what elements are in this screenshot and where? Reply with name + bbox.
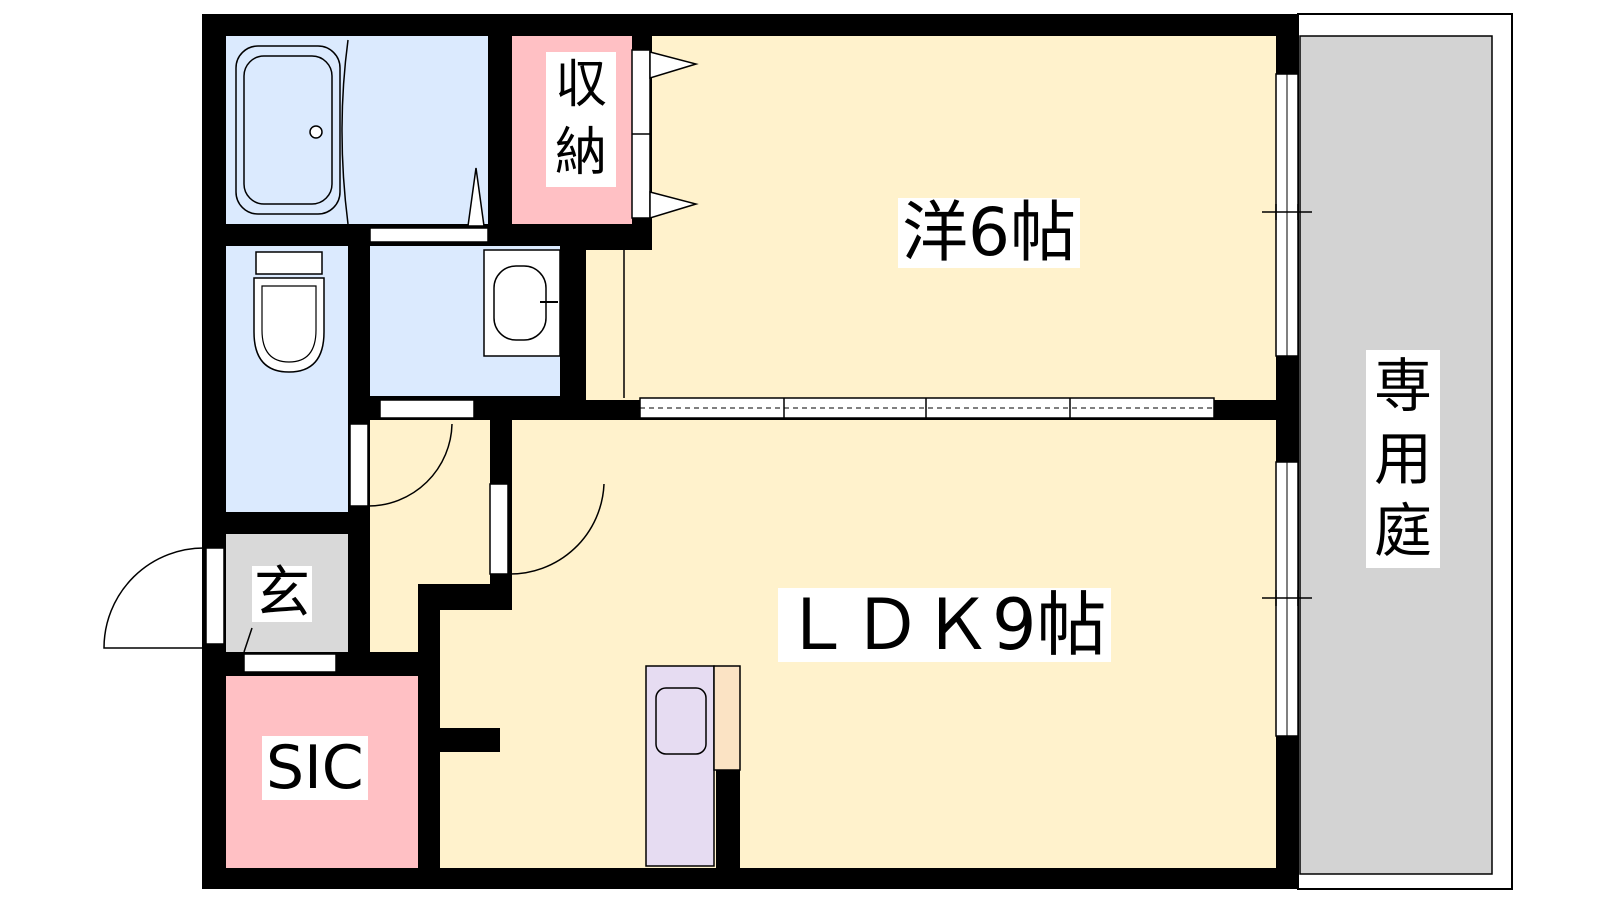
garden-text-char-1: 用 xyxy=(1373,424,1432,493)
garden-text-char-2: 庭 xyxy=(1373,497,1432,565)
front-door-swing xyxy=(103,547,207,649)
storage-door-leaf-1 xyxy=(649,51,699,80)
toilet-door-swing xyxy=(367,423,453,507)
kitchen-counter xyxy=(713,665,741,771)
hallway-floor xyxy=(370,420,490,652)
entrance-umbrella-line xyxy=(243,627,253,653)
fridge xyxy=(645,665,715,867)
toilet-tank xyxy=(255,251,323,275)
bath-door-swing xyxy=(467,167,485,227)
storage-text-char-1: 納 xyxy=(554,122,607,183)
bath-floor xyxy=(226,36,488,224)
ldk-door-swing xyxy=(507,483,605,575)
bathtub-drain xyxy=(309,125,323,139)
ldk-label: ＬＤＫ9帖 xyxy=(778,588,1111,662)
entrance-label: 玄 xyxy=(252,561,312,626)
washroom-door-opening xyxy=(379,399,475,419)
kitchen-wall xyxy=(716,770,740,868)
western-room-side xyxy=(586,250,656,400)
bathtub xyxy=(235,45,341,215)
toilet-bowl xyxy=(253,277,325,373)
garden-text-char-0: 専 xyxy=(1373,352,1432,420)
private-garden-label: 専用庭 xyxy=(1366,350,1440,568)
storage-label: 収納 xyxy=(546,52,616,188)
storage-text-char-0: 収 xyxy=(554,55,607,115)
ldk-door-frame xyxy=(489,483,509,575)
bathtub-inner xyxy=(243,55,333,205)
ldk-wall-stub xyxy=(440,728,500,752)
western-room-label: 洋6帖 xyxy=(898,198,1080,268)
toilet-door-frame xyxy=(349,423,369,507)
toilet-seat xyxy=(261,285,317,363)
bath-door-opening xyxy=(369,227,489,243)
fridge-handle xyxy=(655,687,707,755)
storage-door-leaf-2 xyxy=(649,191,699,220)
private-garden-label-text: 専用庭 xyxy=(1366,350,1440,568)
bath-curtain xyxy=(341,39,349,225)
sic-label: SIC xyxy=(262,736,368,800)
storage-label-text: 収納 xyxy=(546,52,616,187)
front-door-frame xyxy=(205,547,225,645)
entrance-step xyxy=(243,653,337,673)
